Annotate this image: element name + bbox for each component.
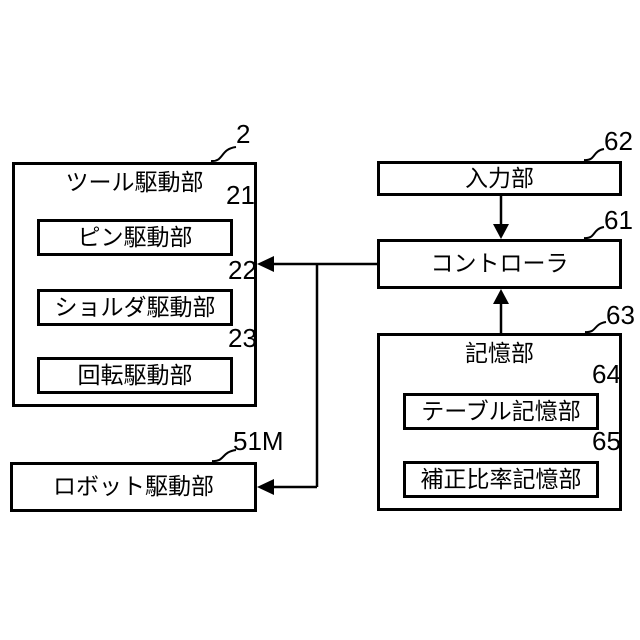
arrowhead-down-controller [493,224,509,239]
box-controller: コントローラ [377,239,622,289]
shoulder-drive-unit-label: ショルダ駆動部 [54,293,216,320]
correction-ratio-storage-unit-label: 補正比率記憶部 [420,465,582,492]
controller-label: コントローラ [430,250,569,277]
table-storage-unit-label: テーブル記憶部 [421,397,581,424]
arrowhead-up-controller [493,289,509,304]
ref-numeral-storage: 63 [606,300,635,330]
box-pin-drive-unit: ピン駆動部 [37,219,233,256]
ref-numeral-robot-drive: 51M [233,426,284,456]
leader-line-ref-2 [210,146,237,163]
ref-numeral-tool-drive: 2 [236,119,251,149]
input-unit-label: 入力部 [465,164,534,191]
box-correction-ratio-storage-unit: 補正比率記憶部 [403,461,599,498]
leader-line-ref-61 [583,226,605,240]
ref-numeral-controller: 61 [604,205,633,235]
box-shoulder-drive-unit: ショルダ駆動部 [37,289,233,326]
leader-line-ref-51m [211,449,237,463]
box-input-unit: 入力部 [377,161,622,196]
ref-numeral-pin-drive: 21 [226,180,255,210]
ref-numeral-correction-storage: 65 [592,426,621,456]
ref-numeral-table-storage: 64 [592,359,621,389]
pin-drive-unit-label: ピン駆動部 [77,223,193,250]
box-table-storage-unit: テーブル記憶部 [403,393,599,430]
ref-numeral-shoulder-drive: 22 [228,255,257,285]
robot-drive-unit-label: ロボット駆動部 [53,473,214,500]
box-robot-drive-unit: ロボット駆動部 [10,462,257,512]
rotation-drive-unit-label: 回転駆動部 [77,361,193,388]
arrowhead-left-tool-drive [257,256,274,272]
box-rotation-drive-unit: 回転駆動部 [37,357,233,394]
tool-drive-unit-label: ツール駆動部 [65,169,204,195]
leader-line-ref-63 [584,321,607,334]
storage-unit-label: 記憶部 [465,340,534,366]
arrowhead-left-robot-drive [257,479,274,495]
leader-line-ref-62 [583,148,605,162]
ref-numeral-input-unit: 62 [604,126,633,156]
ref-numeral-rotation-drive: 23 [228,323,257,353]
